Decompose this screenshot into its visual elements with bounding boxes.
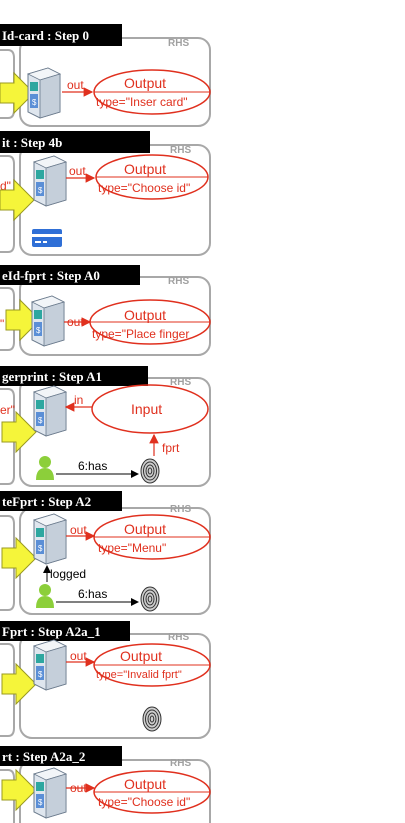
atm-icon (33, 767, 67, 819)
input-node-label: Input (131, 401, 162, 417)
edge-has-label: 6:has (78, 459, 107, 473)
rhs-label: RHS (170, 377, 191, 388)
atm-icon (33, 513, 67, 565)
edge-out-label: out (69, 164, 86, 178)
atm-icon (31, 295, 65, 347)
lhs-fragment: er" (0, 403, 15, 417)
rhs-label: RHS (170, 145, 191, 156)
rule-block-0: RHS Id-card : Step 0 out Output type="In… (0, 24, 211, 127)
rule-title: it : Step 4b (2, 135, 62, 150)
rhs-label: RHS (168, 38, 189, 49)
output-node-label: Output (124, 776, 166, 792)
output-node-type: type="Menu" (98, 541, 166, 555)
yellow-arrow-icon (1, 537, 37, 579)
edge-out-label: out (70, 781, 87, 795)
rule-title: gerprint : Step A1 (2, 369, 102, 384)
output-node-label: Output (124, 75, 166, 91)
rhs-label: RHS (170, 758, 191, 769)
output-node-type: type="Invalid fprt" (96, 669, 182, 681)
rule-title-bar (0, 746, 122, 766)
rule-title: teFprt : Step A2 (2, 494, 91, 509)
output-node-label: Output (124, 307, 166, 323)
rule-title-bar (0, 265, 140, 285)
person-icon (36, 456, 54, 480)
edge-out-label: out (67, 78, 84, 92)
credit-card-icon (32, 229, 62, 247)
edge-out-label: out (67, 315, 84, 329)
atm-icon (33, 385, 67, 437)
output-node-label: Output (120, 648, 162, 664)
edge-out-label: out (70, 649, 87, 663)
fingerprint-icon (140, 458, 160, 484)
rule-block-3: RHS gerprint : Step A1 er" in Input fprt… (0, 366, 211, 487)
rule-title-bar (0, 491, 122, 511)
output-node-type: type="Choose id" (98, 795, 190, 809)
yellow-arrow-icon (1, 411, 37, 453)
output-node-label: Output (124, 521, 166, 537)
rule-block-4: RHS teFprt : Step A2 out Output type="Me… (0, 491, 211, 615)
edge-fprt-label: fprt (162, 441, 180, 455)
rule-title: Id-card : Step 0 (2, 28, 89, 43)
lhs-fragment: d" (0, 179, 11, 193)
atm-icon (33, 155, 67, 207)
rhs-label: RHS (168, 632, 189, 643)
lhs-box-edge (0, 769, 15, 823)
rule-block-5: RHS Fprt : Step A2a_1 out Output type="I… (0, 621, 211, 739)
output-node-type: type="Place finger (92, 327, 189, 341)
rule-title: Fprt : Step A2a_1 (2, 624, 101, 639)
fingerprint-icon (140, 586, 160, 612)
rule-block-2: RHS eId-fprt : Step A0 " out Output type… (0, 265, 211, 356)
rule-title-bar (0, 621, 130, 641)
rule-title-bar (0, 131, 150, 153)
atm-icon (27, 67, 61, 119)
rhs-label: RHS (170, 504, 191, 515)
output-node-type: type="Choose id" (98, 181, 190, 195)
edge-in-label: in (74, 393, 83, 407)
rule-block-6: RHS rt : Step A2a_2 out Output type="Cho… (0, 746, 211, 823)
atm-icon (33, 639, 67, 691)
rule-title-bar (0, 24, 122, 46)
edge-out-label: out (70, 523, 87, 537)
output-node-label: Output (124, 161, 166, 177)
edge-has-label: 6:has (78, 587, 107, 601)
rule-title-bar (0, 366, 148, 386)
rule-title: eId-fprt : Step A0 (2, 268, 100, 283)
rule-block-1: RHS it : Step 4b d" out Output type="Cho… (0, 131, 211, 256)
person-icon (36, 584, 54, 608)
yellow-arrow-icon (1, 769, 37, 811)
yellow-arrow-icon (1, 663, 37, 705)
output-node-type: type="Inser card" (96, 95, 188, 109)
lhs-fragment: " (0, 317, 4, 331)
rule-title: rt : Step A2a_2 (2, 749, 85, 764)
rhs-label: RHS (168, 276, 189, 287)
fingerprint-icon (142, 706, 162, 732)
edge-logged-label: logged (50, 567, 86, 581)
input-node (91, 384, 209, 434)
